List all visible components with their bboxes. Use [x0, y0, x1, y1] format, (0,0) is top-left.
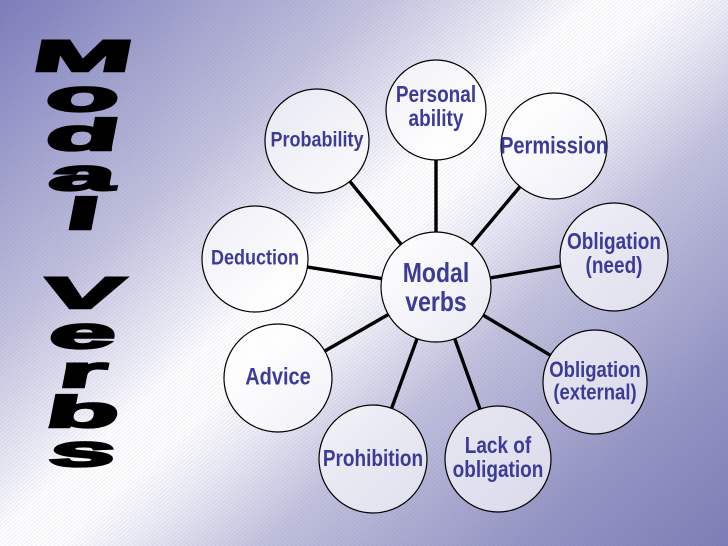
- label-probability: Probability: [270, 127, 364, 152]
- circle-modal-verbs: [380, 231, 492, 343]
- circle-advice: [223, 323, 333, 433]
- connector-deduction: [307, 265, 382, 281]
- circle-deduction: [201, 205, 309, 313]
- connector-lines: [307, 160, 562, 410]
- label-advice: Advice: [245, 364, 311, 391]
- circle-obligation-external: [542, 329, 648, 435]
- label-modal-verbs: Modal verbs: [402, 256, 470, 317]
- circle-lack-of-obligation: [444, 405, 552, 513]
- label-prohibition: Prohibition: [322, 446, 424, 473]
- label-deduction: Deduction: [211, 245, 299, 270]
- connector-prohibition: [390, 338, 419, 409]
- label-obligation-need: Obligation (need): [567, 229, 661, 279]
- node-circles: [201, 59, 669, 514]
- circle-prohibition: [318, 404, 428, 514]
- connector-permission: [469, 185, 522, 246]
- connector-probability: [348, 180, 403, 246]
- connector-obligation-need: [489, 264, 562, 280]
- circle-obligation-need: [559, 202, 669, 312]
- connector-advice: [323, 313, 390, 353]
- connector-obligation-external: [482, 313, 552, 357]
- label-personal-ability: Personal ability: [395, 82, 477, 132]
- label-permission: Permission: [500, 133, 608, 160]
- label-lack-of-obligation: Lack of obligation: [452, 433, 544, 483]
- label-obligation-external: Obligation (external): [549, 356, 641, 405]
- circle-probability: [264, 88, 370, 194]
- connector-lack-of-obligation: [453, 338, 482, 410]
- circle-permission: [500, 92, 608, 200]
- circle-personal-ability: [385, 59, 487, 161]
